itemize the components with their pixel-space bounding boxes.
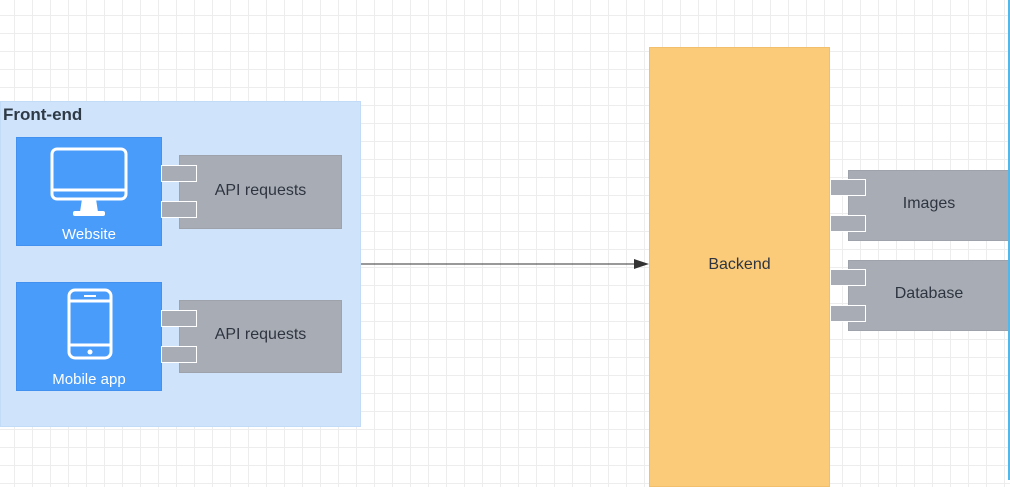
website-node[interactable]: Website <box>16 137 162 246</box>
canvas-edge <box>1008 0 1010 480</box>
api-requests-label: API requests <box>214 326 307 343</box>
images-component[interactable]: Images <box>848 170 1010 241</box>
website-label: Website <box>62 226 116 243</box>
component-port <box>830 179 866 196</box>
component-port <box>161 201 197 218</box>
database-component[interactable]: Database <box>848 260 1010 331</box>
monitor-icon <box>50 147 128 216</box>
backend-node[interactable] <box>649 47 830 487</box>
images-label: Images <box>902 195 956 212</box>
mobile-app-node[interactable]: Mobile app <box>16 282 162 391</box>
mobile-app-label: Mobile app <box>52 371 126 388</box>
component-port <box>830 215 866 232</box>
api-requests-label: API requests <box>214 182 307 199</box>
component-port <box>830 305 866 322</box>
arrowhead-icon <box>634 259 649 269</box>
api-requests-component[interactable]: API requests <box>179 300 342 373</box>
api-requests-component[interactable]: API requests <box>179 155 342 229</box>
database-label: Database <box>894 285 964 302</box>
frontend-title: Front-end <box>3 105 83 124</box>
backend-label: Backend <box>708 256 771 273</box>
component-port <box>830 269 866 286</box>
component-port <box>161 165 197 182</box>
component-port <box>161 310 197 327</box>
smartphone-icon <box>67 288 113 360</box>
component-port <box>161 346 197 363</box>
